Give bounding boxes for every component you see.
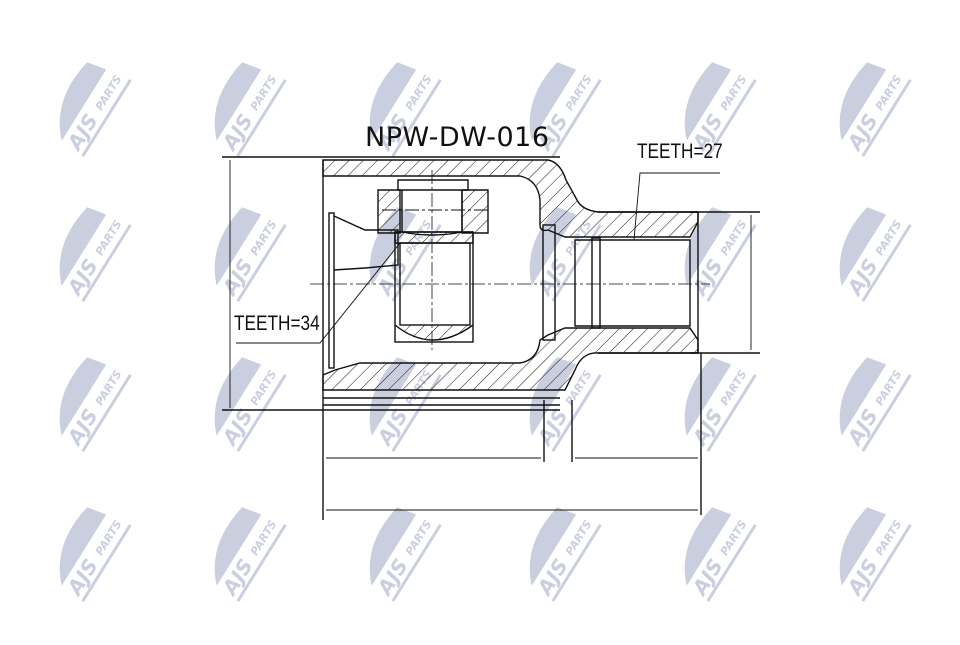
housing-bottom-wall: [322, 327, 699, 391]
part-number-title: NPW-DW-016: [365, 122, 550, 153]
retaining-ring: [328, 212, 335, 369]
housing-top-wall: [322, 159, 699, 238]
stub-bore: [574, 239, 691, 327]
leader-teeth-34: [236, 242, 401, 344]
seal-ring: [542, 224, 556, 341]
teeth-27-label: TEETH=27: [637, 140, 723, 163]
roller-cap: [397, 179, 469, 191]
teeth-34-label: TEETH=34: [234, 312, 320, 335]
circlip-groove: [591, 237, 601, 329]
tripod-roller-top: [377, 189, 401, 234]
leader-teeth-27: [633, 172, 720, 241]
